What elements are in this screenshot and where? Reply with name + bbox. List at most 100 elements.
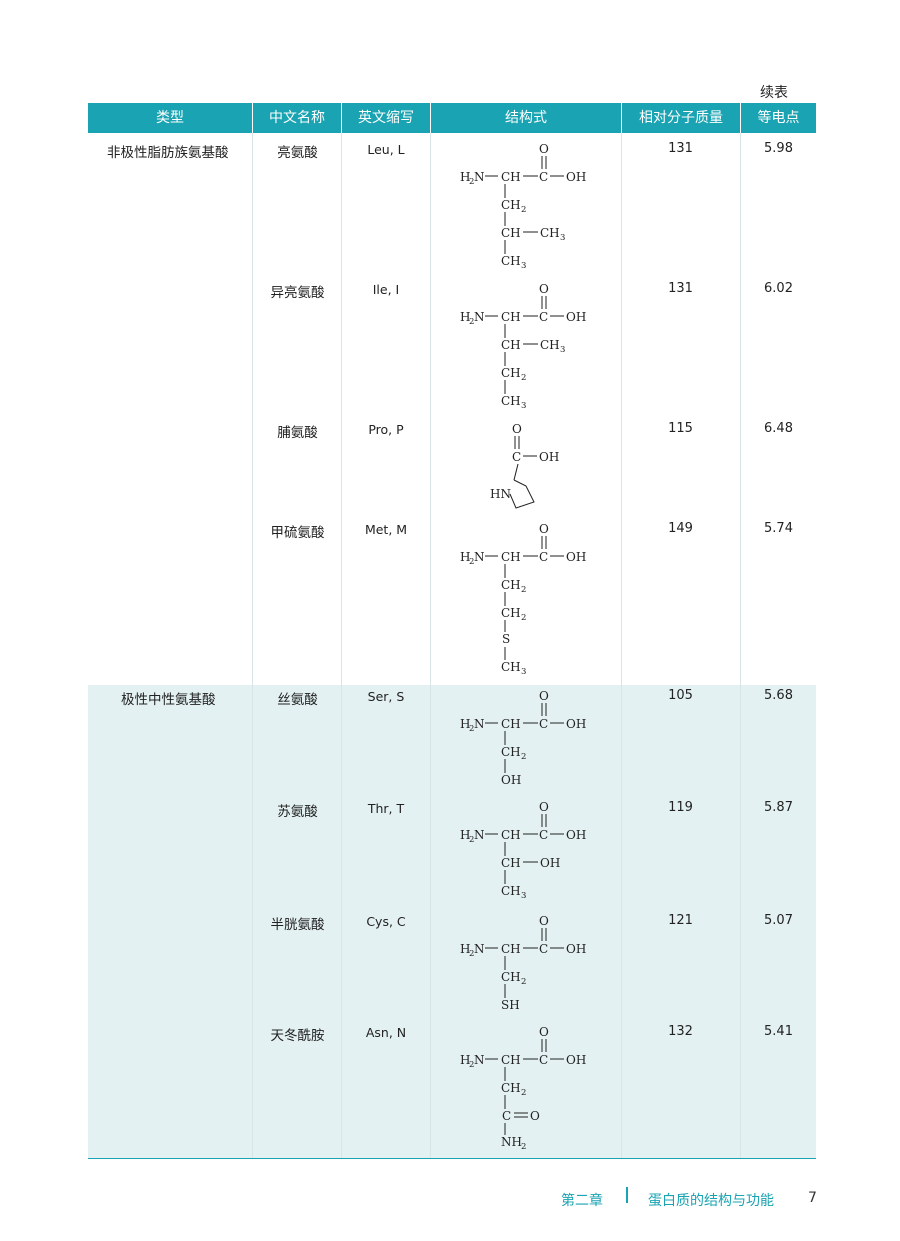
svg-text:3: 3 [521, 401, 526, 411]
svg-text:CH: CH [501, 366, 521, 380]
svg-text:C: C [512, 450, 521, 464]
amino-acid-abbr: Cys, C [366, 914, 406, 929]
svg-text:H: H [460, 942, 470, 956]
amino-acid-name: 半胱氨酸 [270, 917, 325, 933]
amino-acid-name: 甲硫氨酸 [270, 525, 325, 541]
svg-text:CH: CH [501, 1053, 521, 1067]
amino-acid-abbr: Pro, P [368, 422, 404, 437]
svg-text:OH: OH [566, 717, 586, 731]
column-divider [430, 133, 431, 1159]
amino-acid-name: 亮氨酸 [277, 145, 318, 161]
svg-text:2: 2 [469, 177, 474, 187]
svg-text:C: C [539, 1053, 548, 1067]
amino-acid-abbr: Thr, T [367, 801, 405, 816]
column-divider [740, 133, 741, 1159]
svg-text:2: 2 [521, 613, 526, 623]
svg-text:N: N [474, 550, 485, 564]
molecular-mass: 149 [668, 521, 693, 536]
svg-text:CH: CH [501, 970, 521, 984]
svg-text:3: 3 [560, 233, 565, 243]
svg-text:C: C [539, 717, 548, 731]
svg-text:OH: OH [566, 170, 586, 184]
svg-text:3: 3 [560, 345, 565, 355]
molecular-mass: 115 [668, 421, 693, 436]
svg-text:3: 3 [521, 891, 526, 901]
table-bottom-rule [88, 1158, 816, 1159]
svg-text:2: 2 [469, 835, 474, 845]
svg-text:CH: CH [501, 856, 521, 870]
molecular-mass: 131 [668, 141, 693, 156]
svg-text:N: N [474, 310, 485, 324]
amino-acid-abbr: Met, M [364, 522, 408, 537]
svg-text:C: C [502, 1109, 511, 1123]
header-isoelectric-point: 等电点 [757, 110, 800, 126]
svg-text:2: 2 [521, 1088, 526, 1098]
header-chinese-name: 中文名称 [253, 103, 342, 133]
category-polar-neutral: 极性中性氨基酸 [121, 692, 216, 708]
svg-text:CH: CH [501, 338, 521, 352]
svg-text:S: S [502, 632, 510, 646]
svg-text:CH: CH [501, 717, 521, 731]
svg-text:CH: CH [501, 884, 521, 898]
svg-text:CH: CH [540, 226, 560, 240]
svg-text:C: C [539, 170, 548, 184]
svg-text:H: H [460, 1053, 470, 1067]
svg-text:CH: CH [501, 1081, 521, 1095]
header-molecular-mass: 相对分子质量 [622, 103, 741, 133]
svg-text:SH: SH [501, 998, 520, 1012]
svg-text:O: O [539, 282, 549, 296]
header-type: 类型 [88, 103, 253, 133]
amino-acid-name: 丝氨酸 [277, 692, 318, 708]
continued-label: 续表 [760, 85, 788, 101]
svg-text:C: C [539, 942, 548, 956]
svg-text:O: O [539, 142, 549, 156]
molecular-mass: 119 [668, 800, 693, 815]
column-divider [621, 133, 622, 1159]
svg-text:2: 2 [469, 1060, 474, 1070]
svg-text:2: 2 [521, 585, 526, 595]
svg-text:2: 2 [469, 557, 474, 567]
svg-text:H: H [460, 828, 470, 842]
svg-text:N: N [474, 170, 485, 184]
footer-separator [626, 1187, 628, 1203]
amino-acid-name: 天冬酰胺 [270, 1028, 325, 1044]
svg-text:N: N [474, 942, 485, 956]
footer-chapter: 第二章 [561, 1193, 603, 1209]
svg-text:O: O [539, 1025, 549, 1039]
svg-text:2: 2 [521, 1142, 526, 1152]
svg-text:CH: CH [501, 745, 521, 759]
category-nonpolar-aliphatic: 非极性脂肪族氨基酸 [107, 145, 229, 161]
column-divider [252, 133, 253, 1159]
molecular-mass: 105 [668, 688, 693, 703]
svg-text:OH: OH [501, 773, 521, 787]
header-structure: 结构式 [431, 103, 622, 133]
isoelectric-point: 6.02 [764, 281, 793, 296]
svg-text:CH: CH [501, 310, 521, 324]
svg-text:2: 2 [521, 205, 526, 215]
svg-text:N: N [474, 1053, 485, 1067]
svg-text:CH: CH [501, 660, 521, 674]
svg-text:OH: OH [540, 856, 560, 870]
isoelectric-point: 5.87 [764, 800, 793, 815]
svg-text:CH: CH [501, 550, 521, 564]
isoelectric-point: 5.98 [764, 141, 793, 156]
polar-neutral-band [88, 685, 816, 1159]
page-number: 7 [808, 1190, 817, 1206]
svg-text:CH: CH [501, 578, 521, 592]
amino-acid-name: 异亮氨酸 [270, 285, 325, 301]
svg-text:H: H [460, 550, 470, 564]
isoelectric-point: 5.07 [764, 913, 793, 928]
svg-text:OH: OH [566, 828, 586, 842]
svg-text:2: 2 [521, 977, 526, 987]
table-header: 类型 中文名称 英文缩写 结构式 相对分子质量 等电点 [88, 103, 816, 133]
svg-text:OH: OH [566, 310, 586, 324]
isoelectric-point: 5.68 [764, 688, 793, 703]
isoelectric-point: 5.41 [764, 1024, 793, 1039]
svg-text:H: H [460, 310, 470, 324]
